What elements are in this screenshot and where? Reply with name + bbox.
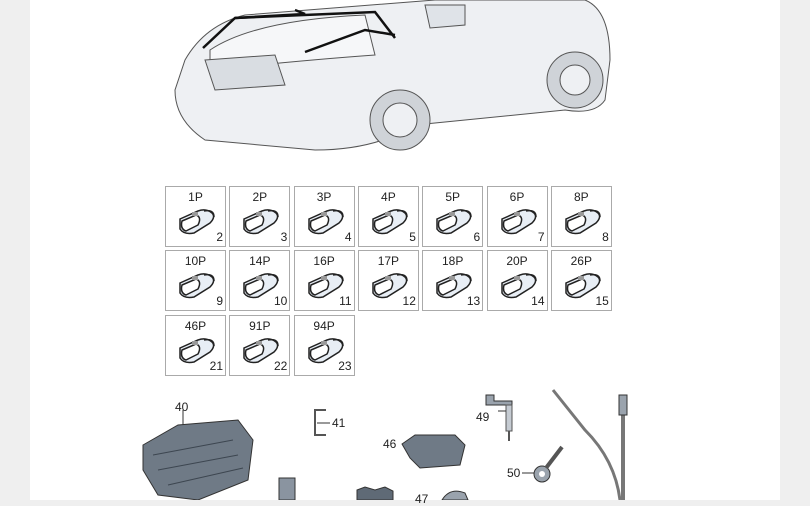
- connector-icon: [179, 273, 215, 299]
- connector-cell: 6P 7: [486, 186, 548, 247]
- bolt-part: [485, 394, 513, 441]
- part-label-41: 41: [332, 416, 346, 430]
- item-number: 4: [344, 230, 352, 244]
- connector-cell: 16P 11: [293, 250, 355, 312]
- connector-cell: 18P 13: [422, 250, 484, 312]
- part-label-46: 46: [383, 437, 397, 451]
- connector-cell: 2P 3: [229, 186, 291, 247]
- item-number: 6: [473, 230, 481, 244]
- connector-cell: 4P 5: [357, 186, 419, 247]
- item-number: 15: [595, 294, 609, 309]
- pin-count: 6P: [509, 190, 525, 204]
- connector-icon: [436, 209, 472, 235]
- connector-icon: [307, 337, 344, 363]
- pin-count: 46P: [184, 318, 207, 333]
- item-number: 8: [602, 230, 609, 244]
- item-number: 12: [402, 294, 416, 309]
- connector-icon: [179, 209, 215, 235]
- connector-icon: [500, 273, 537, 299]
- pin-count: 17P: [377, 254, 400, 269]
- connector-cell: 3P 4: [293, 186, 355, 247]
- connector-cell: 17P 12: [357, 250, 419, 312]
- wiring-harness-part: [551, 389, 628, 500]
- pin-count: 2P: [252, 190, 268, 204]
- connector-icon: [307, 273, 344, 299]
- pin-count: 91P: [249, 318, 271, 333]
- connector-icon: [565, 209, 601, 235]
- pin-count: 18P: [442, 254, 464, 269]
- pin-count: 1P: [188, 190, 203, 204]
- pin-count: 16P: [313, 254, 335, 269]
- relay-holder-part: [401, 434, 466, 469]
- pin-count: 3P: [316, 190, 332, 204]
- part-label-49: 49: [476, 410, 490, 424]
- grommet-part: [441, 490, 469, 500]
- pin-count: 10P: [184, 254, 207, 269]
- connector-cell: 20P 14: [486, 250, 548, 312]
- item-number: 10: [273, 294, 288, 309]
- pin-count: 20P: [506, 254, 528, 269]
- connector-cell: 1P 2: [165, 186, 226, 247]
- item-number: 7: [537, 230, 545, 244]
- connector-icon: [243, 209, 280, 235]
- connector-icon: [243, 337, 280, 363]
- item-number: 23: [338, 358, 352, 373]
- connector-icon: [565, 273, 601, 299]
- connector-cell: 14P 10: [229, 250, 291, 312]
- pin-count: 26P: [570, 254, 592, 269]
- connector-icon: [179, 337, 215, 363]
- connector-icon: [307, 209, 344, 235]
- item-number: 21: [209, 358, 223, 373]
- part-label-47: 47: [415, 492, 429, 506]
- item-number: 13: [466, 294, 481, 309]
- pin-count: 8P: [573, 190, 589, 204]
- connector-icon: [372, 273, 408, 299]
- item-number: 5: [409, 230, 416, 244]
- connector-cell: 94P 23: [293, 314, 355, 376]
- part-label-40: 40: [175, 400, 189, 414]
- connector-cell: 5P 6: [422, 186, 484, 247]
- connector-block-part: [356, 486, 394, 500]
- clip-part: [314, 409, 330, 436]
- connector-icon: [372, 209, 408, 235]
- pin-count: 94P: [313, 318, 335, 333]
- connector-icon: [500, 209, 537, 235]
- pin-count: 4P: [381, 190, 396, 204]
- connector-cell: 26P 15: [550, 250, 612, 312]
- connector-icon: [243, 273, 280, 299]
- part-label-50: 50: [507, 466, 521, 480]
- item-number: 22: [273, 358, 288, 373]
- relay-part: [278, 477, 296, 500]
- ring-terminal-part: [522, 445, 564, 483]
- vehicle-illustration: [174, 0, 611, 151]
- item-number: 9: [216, 294, 223, 309]
- connector-cell: 46P 21: [165, 314, 226, 376]
- connector-cell: 8P 8: [550, 186, 612, 247]
- item-number: 11: [339, 294, 352, 309]
- fuse-box-part: [142, 410, 254, 500]
- item-number: 3: [280, 230, 288, 244]
- pin-count: 5P: [445, 190, 461, 204]
- connector-cell: 10P 9: [165, 250, 226, 312]
- pin-count: 14P: [249, 254, 271, 269]
- item-number: 2: [216, 230, 223, 244]
- connector-icon: [436, 273, 472, 299]
- item-number: 14: [531, 294, 545, 309]
- connector-cell: 91P 22: [229, 314, 291, 376]
